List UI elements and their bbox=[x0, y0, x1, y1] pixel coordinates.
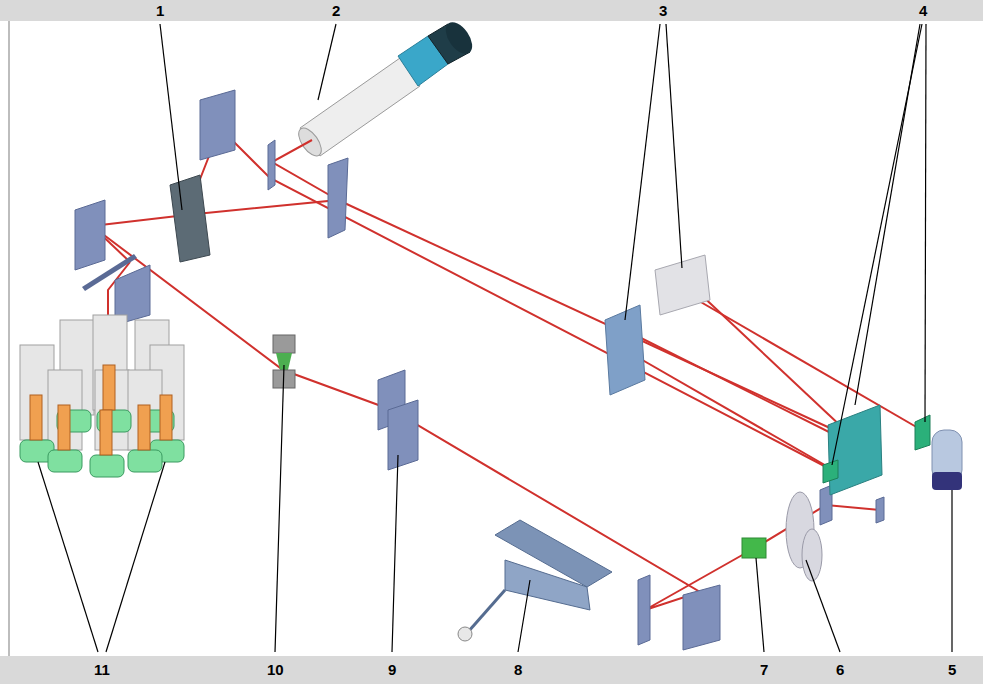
callout-number: 4 bbox=[919, 2, 927, 20]
callout-number: 9 bbox=[388, 661, 396, 679]
callout-number: 11 bbox=[94, 661, 110, 679]
callout-number: 3 bbox=[659, 2, 667, 20]
callout-number: 2 bbox=[332, 2, 340, 20]
callout-number: 8 bbox=[514, 661, 522, 679]
callout-number: 5 bbox=[948, 661, 956, 679]
callout-number: 7 bbox=[760, 661, 768, 679]
callout-number: 10 bbox=[267, 661, 284, 679]
callout-number: 1 bbox=[156, 2, 164, 20]
callout-number: 6 bbox=[836, 661, 844, 679]
